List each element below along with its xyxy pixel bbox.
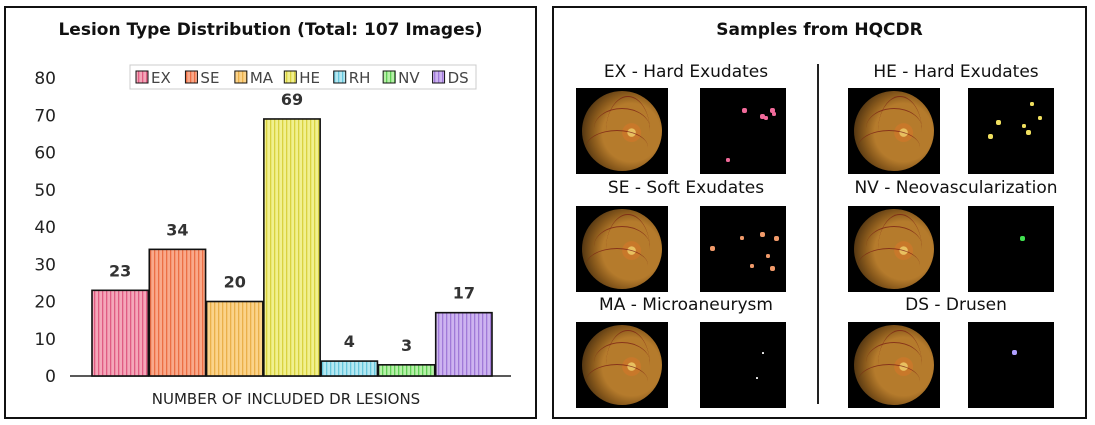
lesion-spot: [1038, 116, 1042, 120]
lesion-mask-nv: [968, 206, 1054, 292]
bar-ds: [434, 311, 493, 377]
lesion-spot: [1012, 350, 1017, 355]
fundus-image-se: [576, 206, 668, 292]
legend-label-rh: RH: [349, 69, 371, 87]
fundus-image-he: [848, 88, 940, 174]
lesion-spot: [766, 254, 770, 258]
lesion-mask-he: [968, 88, 1054, 174]
legend-swatch-ex: [135, 70, 149, 84]
sample-label-ex: EX - Hard Exudates: [603, 62, 769, 82]
lesion-spot: [756, 377, 758, 379]
fundus-image-ds: [848, 322, 940, 408]
legend-label-nv: NV: [398, 69, 420, 87]
data-label-nv: 3: [401, 336, 412, 355]
lesion-spot: [760, 232, 765, 237]
column-divider: [817, 64, 819, 404]
lesion-spot: [762, 352, 764, 354]
lesion-spot: [770, 108, 775, 113]
lesion-spot: [760, 114, 765, 119]
vessel-line: [878, 330, 922, 401]
lesion-spot: [770, 266, 775, 271]
samples-panel: Samples from HQCDR EX - Hard Exudates SE…: [552, 6, 1087, 419]
bar-ma: [205, 300, 264, 377]
vessel-line: [606, 330, 650, 401]
y-tick-label: 40: [34, 218, 56, 238]
legend-swatch-ma: [234, 70, 248, 84]
data-label-rh: 4: [344, 332, 355, 351]
sample-label-ma: MA - Microaneurysm: [599, 295, 773, 315]
sample-label-ds: DS - Drusen: [905, 295, 1007, 315]
y-tick-label: 0: [45, 367, 56, 387]
data-label-ma: 20: [224, 273, 246, 292]
x-axis-label: NUMBER OF INCLUDED DR LESIONS: [152, 390, 420, 408]
lesion-spot: [750, 264, 754, 268]
lesion-mask-se: [700, 206, 786, 292]
lesion-spot: [742, 108, 747, 113]
lesion-spot: [772, 112, 776, 116]
lesion-mask-ex: [700, 88, 786, 174]
y-tick-label: 80: [34, 69, 56, 89]
legend-label-ex: EX: [151, 69, 171, 87]
bar-rh: [320, 360, 379, 377]
legend-label-se: SE: [200, 69, 219, 87]
lesion-mask-ma: [700, 322, 786, 408]
vessel-line: [878, 96, 922, 167]
data-label-he: 69: [281, 90, 303, 109]
bar-he: [263, 118, 321, 377]
bar-se: [148, 248, 207, 377]
lesion-spot: [710, 246, 715, 251]
lesion-spot: [988, 134, 993, 139]
lesion-spot: [1020, 236, 1025, 241]
data-label-se: 34: [166, 220, 188, 239]
y-tick-label: 30: [34, 255, 56, 275]
legend-label-ds: DS: [448, 69, 469, 87]
lesion-spot: [726, 158, 730, 162]
lesion-spot: [1022, 124, 1026, 128]
legend-swatch-he: [283, 70, 297, 84]
fundus-image-ma: [576, 322, 668, 408]
data-label-ds: 17: [453, 284, 475, 303]
lesion-spot: [764, 116, 768, 120]
legend-swatch-ds: [432, 70, 446, 84]
legend-swatch-rh: [333, 70, 347, 84]
y-tick-label: 70: [34, 106, 56, 126]
lesion-spot: [1030, 102, 1034, 106]
samples-title: Samples from HQCDR: [716, 20, 923, 40]
y-tick-label: 60: [34, 144, 56, 164]
bar-nv: [377, 364, 436, 377]
legend-swatch-nv: [382, 70, 396, 84]
lesion-spot: [740, 236, 744, 240]
y-tick-label: 20: [34, 293, 56, 313]
chart-title: Lesion Type Distribution (Total: 107 Ima…: [58, 20, 483, 40]
bar-ex: [91, 289, 150, 377]
y-tick-label: 10: [34, 330, 56, 350]
lesion-spot: [1026, 130, 1031, 135]
sample-label-he: HE - Hard Exudates: [873, 62, 1039, 82]
vessel-line: [878, 214, 922, 285]
lesion-spot: [996, 120, 1001, 125]
legend-label-ma: MA: [250, 69, 274, 87]
vessel-line: [606, 214, 650, 285]
sample-label-nv: NV - Neovascularization: [854, 178, 1058, 198]
lesion-spot: [774, 236, 779, 241]
legend-label-he: HE: [299, 69, 320, 87]
fundus-image-ex: [576, 88, 668, 174]
sample-label-se: SE - Soft Exudates: [607, 178, 765, 198]
legend-swatch-se: [184, 70, 198, 84]
fundus-image-nv: [848, 206, 940, 292]
data-label-ex: 23: [109, 261, 131, 280]
vessel-line: [606, 96, 650, 167]
lesion-mask-ds: [968, 322, 1054, 408]
chart-panel: Lesion Type Distribution (Total: 107 Ima…: [4, 6, 537, 419]
y-tick-label: 50: [34, 181, 56, 201]
